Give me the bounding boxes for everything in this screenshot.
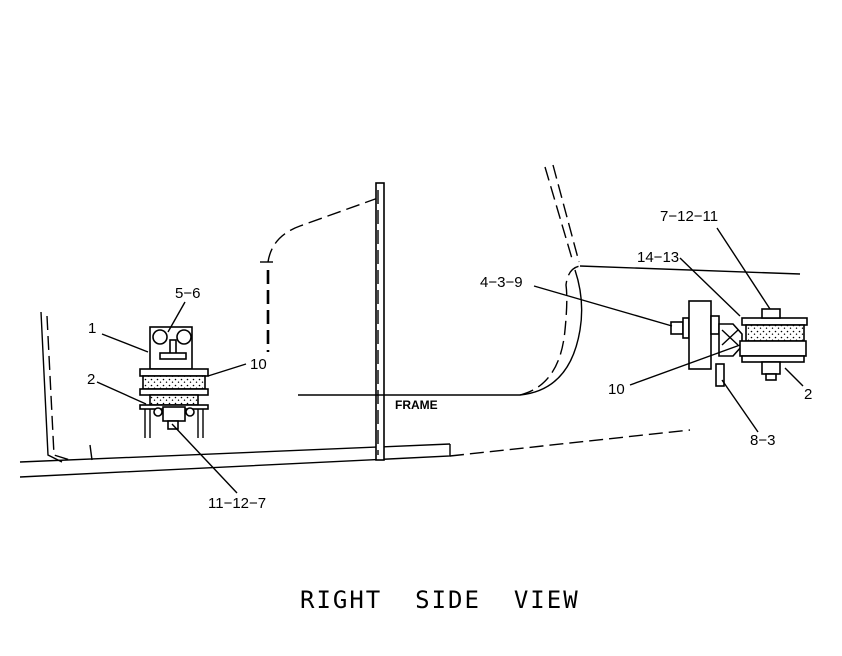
frame-post <box>375 182 385 461</box>
left-mount-bolt-head <box>152 329 168 345</box>
ground-lines <box>19 429 691 478</box>
right-rubber-pad <box>745 324 805 342</box>
callout-14-13: 14−13 <box>637 249 679 266</box>
right-leaders <box>533 227 804 433</box>
left-rubber-pad <box>142 375 206 390</box>
callout-4-3-9: 4−3−9 <box>480 274 523 291</box>
callout-11-12-7: 11−12−7 <box>208 495 266 512</box>
callout-7-12-11: 7−12−11 <box>660 208 718 225</box>
callout-8-3: 8−3 <box>750 432 775 449</box>
view-title: RIGHT SIDE VIEW <box>300 586 580 614</box>
left-leaders <box>96 301 247 494</box>
frame-line <box>298 164 801 396</box>
left-body-outline <box>40 311 93 463</box>
right-mount-assembly <box>670 300 808 387</box>
callout-5-6: 5−6 <box>175 285 200 302</box>
callout-2-right: 2 <box>804 386 812 403</box>
left-mount-assembly <box>139 326 209 438</box>
callout-1: 1 <box>88 320 96 337</box>
callout-10-right: 10 <box>608 381 625 398</box>
cab-outline <box>260 197 379 352</box>
right-mount-plate <box>688 300 712 370</box>
frame-label: FRAME <box>395 398 438 412</box>
left-mount-bolt-head <box>176 329 192 345</box>
callout-2-left: 2 <box>87 371 95 388</box>
callout-10-left: 10 <box>250 356 267 373</box>
